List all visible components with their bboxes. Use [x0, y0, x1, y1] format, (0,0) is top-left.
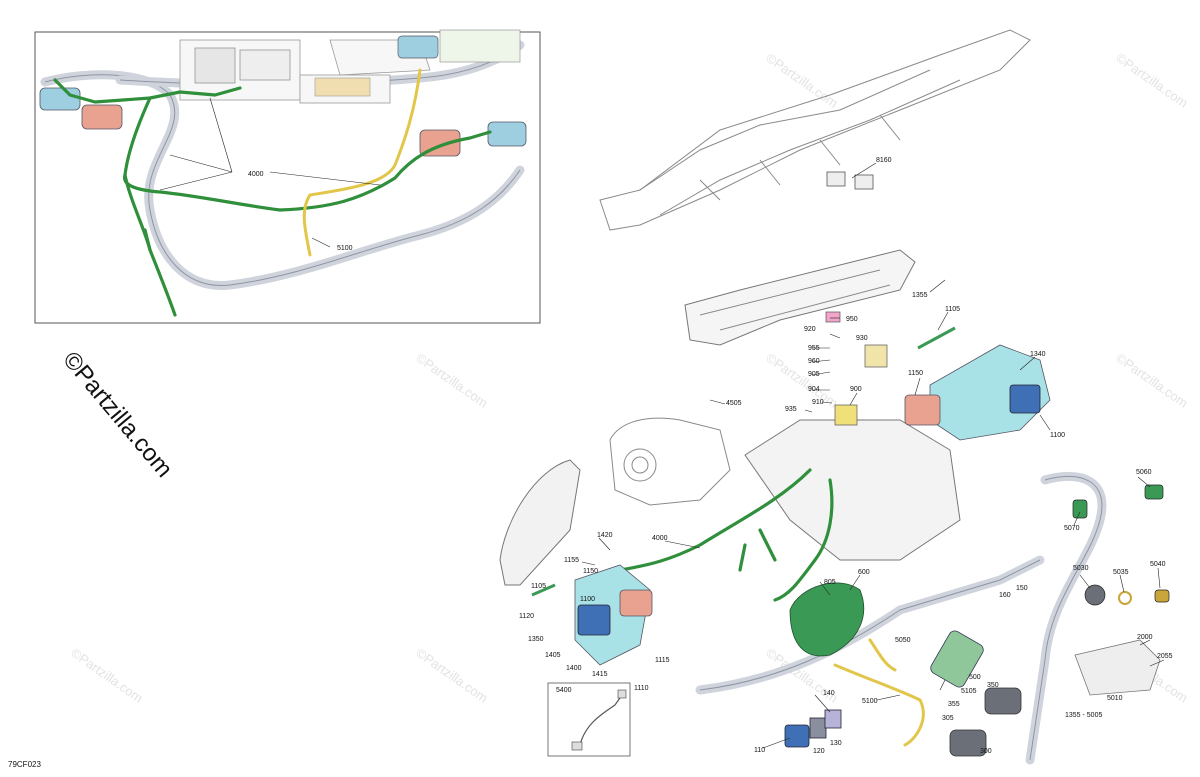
callout-1105: 1105 — [945, 306, 960, 313]
callout-1110: 1110 — [634, 685, 649, 692]
callout-5010: 5010 — [1107, 695, 1123, 702]
callout-labels: 1355 1105 950 920 930 955 960 905 904 90… — [519, 292, 1173, 755]
callout-960: 960 — [808, 358, 820, 365]
callout-950: 950 — [846, 316, 858, 323]
watermark: ©Partzilla.com — [763, 350, 840, 410]
watermark: ©Partzilla.com — [763, 50, 840, 110]
callout-8160: 8160 — [876, 157, 892, 164]
callout-1355: 1355 — [912, 292, 928, 299]
callout-1100-left: 1100 — [580, 596, 595, 603]
overview-inset: 4000 5100 — [34, 29, 541, 324]
callout-600: 600 — [858, 569, 870, 576]
callout-1100: 1100 — [1050, 432, 1065, 439]
watermark: ©Partzilla.com — [1113, 50, 1190, 110]
callout-350: 350 — [987, 682, 999, 689]
callout-5400: 5400 — [556, 687, 572, 694]
callout-150: 150 — [1016, 585, 1028, 592]
callout-5040: 5040 — [1150, 561, 1166, 568]
callout-905: 905 — [808, 371, 820, 378]
callout-910: 910 — [812, 399, 824, 406]
callout-4505: 4505 — [726, 400, 742, 407]
callout-805: 805 — [824, 579, 836, 586]
callout-1415: 1415 — [592, 671, 608, 678]
callout-2055: 2055 — [1157, 653, 1173, 660]
callout-1150: 1150 — [908, 370, 923, 377]
brand-text: ©Partzilla.com — [57, 347, 177, 483]
inset-label-5100: 5100 — [337, 245, 353, 252]
callout-160: 160 — [999, 592, 1011, 599]
callout-5070: 5070 — [1064, 525, 1080, 532]
watermark: ©Partzilla.com — [413, 645, 490, 705]
callout-1150-left: 1150 — [583, 568, 598, 575]
inset-label-4000: 4000 — [248, 171, 264, 178]
callout-5060: 5060 — [1136, 469, 1152, 476]
callout-1155: 1155 — [564, 557, 579, 564]
callout-1405: 1405 — [545, 652, 561, 659]
callout-110: 110 — [754, 747, 765, 754]
callout-900: 900 — [850, 386, 862, 393]
inset-5400 — [547, 682, 631, 757]
callout-930: 930 — [856, 335, 868, 342]
callout-1355-5005: 1355 - 5005 — [1065, 712, 1102, 719]
callout-130: 130 — [830, 740, 842, 747]
callout-2000: 2000 — [1137, 634, 1153, 641]
callout-300: 300 — [980, 748, 992, 755]
watermark: ©Partzilla.com — [68, 645, 145, 705]
callout-1115: 1115 — [655, 657, 670, 664]
main-assembly — [499, 311, 1170, 765]
callout-355: 355 — [948, 701, 960, 708]
callout-5100: 5100 — [862, 698, 878, 705]
callout-4000: 4000 — [652, 535, 668, 542]
callout-5035: 5035 — [1113, 569, 1129, 576]
callout-1340: 1340 — [1030, 351, 1046, 358]
figure-code: 79CF023 — [8, 760, 41, 769]
callout-1400: 1400 — [566, 665, 582, 672]
callout-935: 935 — [785, 406, 797, 413]
callout-5030: 5030 — [1073, 565, 1089, 572]
callout-904: 904 — [808, 386, 820, 393]
callout-5105: 5105 — [961, 688, 977, 695]
dash-housing — [684, 249, 916, 346]
leader-lines — [581, 279, 1165, 749]
callout-140: 140 — [823, 690, 835, 697]
callout-955: 955 — [808, 345, 820, 352]
watermark: ©Partzilla.com — [413, 350, 490, 410]
callout-1105-left: 1105 — [531, 583, 546, 590]
callout-5050: 5050 — [895, 637, 911, 644]
callout-1350: 1350 — [528, 636, 544, 643]
callout-1420: 1420 — [597, 532, 613, 539]
callout-500: 500 — [969, 674, 981, 681]
callout-1120: 1120 — [519, 613, 534, 620]
watermark: ©Partzilla.com — [1113, 350, 1190, 410]
chassis-member — [599, 29, 1031, 231]
callout-920: 920 — [804, 326, 816, 333]
callout-305: 305 — [942, 715, 954, 722]
callout-120: 120 — [813, 748, 825, 755]
